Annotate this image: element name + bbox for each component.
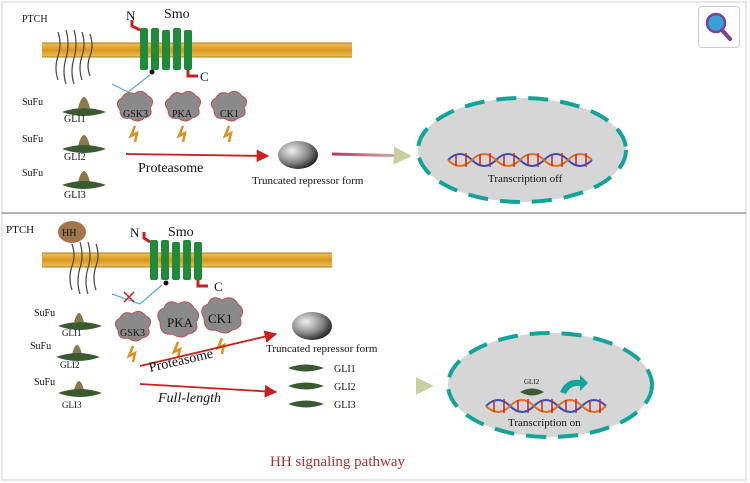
ptch-label: PTCH bbox=[22, 14, 48, 25]
sufu-gli-complex-3: SuFu GLI3 bbox=[34, 377, 102, 410]
svg-text:GSK3: GSK3 bbox=[123, 109, 148, 120]
dna-helix-top bbox=[447, 153, 593, 167]
to-nucleus-arrow bbox=[331, 146, 412, 165]
zoom-button[interactable] bbox=[698, 6, 740, 48]
blocked-x-icon bbox=[123, 291, 135, 303]
kinase-ck1: CK1 bbox=[201, 297, 244, 355]
smo-dot bbox=[149, 69, 155, 75]
svg-text:GLI1: GLI1 bbox=[62, 328, 82, 338]
gli-shape bbox=[62, 108, 106, 116]
svg-text:GLI1: GLI1 bbox=[334, 364, 356, 375]
smo-c-tail bbox=[186, 70, 198, 78]
kinase-pka: PKA bbox=[157, 301, 200, 359]
truncated-label: Truncated repressor form bbox=[252, 175, 364, 187]
sufu-label: SuFu bbox=[22, 134, 43, 145]
sufu-gli-complex-2: SuFu GLI2 bbox=[22, 134, 106, 163]
magnifier-icon bbox=[705, 12, 732, 41]
smo-c-tail bbox=[196, 280, 208, 288]
nucleus-top bbox=[416, 96, 628, 204]
membrane-top bbox=[42, 43, 352, 57]
activation-arrow-icon bbox=[560, 375, 588, 394]
full-length-arrow bbox=[139, 383, 278, 398]
smo-n-tail bbox=[130, 20, 141, 32]
figure-caption: HH signaling pathway bbox=[270, 454, 405, 470]
sufu-shape bbox=[78, 171, 90, 182]
dna-helix-bottom bbox=[485, 399, 607, 413]
smo-label: Smo bbox=[164, 7, 190, 22]
svg-text:GLI2: GLI2 bbox=[334, 382, 356, 393]
svg-text:PKA: PKA bbox=[167, 315, 194, 330]
ptch-label: PTCH bbox=[6, 224, 34, 236]
sufu-gli-complex-2: SuFu GLI2 bbox=[30, 341, 100, 370]
proteasome-label: Proteasome bbox=[138, 161, 203, 176]
hh-label: HH bbox=[62, 228, 76, 239]
svg-text:GLI3: GLI3 bbox=[334, 400, 356, 411]
truncated-repressor-shape bbox=[278, 141, 318, 169]
smo-c-label: C bbox=[214, 279, 223, 294]
nucleus-gli-shape bbox=[520, 388, 544, 396]
hh-ligand bbox=[58, 221, 86, 243]
transcription-on-label: Transcription on bbox=[508, 417, 581, 429]
proteasome-label: Proteasome bbox=[148, 347, 215, 376]
gli-shape bbox=[62, 145, 106, 153]
full-length-label: Full-length bbox=[157, 391, 221, 406]
smo-receptor bbox=[150, 240, 202, 280]
truncated-label: Truncated repressor form bbox=[266, 343, 378, 355]
transcription-off-label: Transcription off bbox=[488, 173, 563, 185]
sufu-label: SuFu bbox=[22, 97, 43, 108]
svg-text:SuFu: SuFu bbox=[30, 341, 51, 352]
smo-receptor bbox=[140, 28, 192, 70]
smo-label: Smo bbox=[168, 225, 194, 240]
bottom-panel: PTCH HH N C Smo SuFu GLI1 SuFu GLI2 bbox=[6, 221, 654, 439]
smo-n-label: N bbox=[126, 8, 136, 23]
nucleus-gli-label: GLI2 bbox=[524, 378, 540, 386]
top-panel: PTCH N C Smo SuFu GLI1 SuFu GLI2 bbox=[22, 7, 628, 204]
svg-text:GLI2: GLI2 bbox=[60, 360, 80, 370]
svg-text:PKA: PKA bbox=[172, 109, 193, 120]
sufu-shape bbox=[78, 135, 90, 146]
sufu-gli-complex-1: SuFu GLI1 bbox=[22, 97, 106, 125]
proteasome-arrow bbox=[125, 149, 270, 163]
smo-link-line bbox=[111, 74, 151, 93]
sufu-gli-complex-3: SuFu GLI3 bbox=[22, 168, 106, 201]
ptch-receptor bbox=[69, 241, 99, 295]
kinase-pka: PKA bbox=[164, 90, 202, 143]
full-length-gli-stack: GLI1 GLI2 GLI3 bbox=[288, 364, 356, 411]
smo-link-line bbox=[111, 284, 163, 305]
gli-label: GLI3 bbox=[64, 190, 86, 201]
sufu-label: SuFu bbox=[22, 168, 43, 179]
sufu-shape bbox=[78, 97, 90, 108]
smo-n-tail bbox=[142, 232, 151, 244]
svg-text:GSK3: GSK3 bbox=[120, 328, 145, 339]
svg-text:CK1: CK1 bbox=[220, 109, 239, 120]
svg-text:SuFu: SuFu bbox=[34, 308, 55, 319]
smo-n-label: N bbox=[130, 225, 140, 240]
proteasome-arrow bbox=[139, 330, 278, 367]
sufu-gli-complex-1: SuFu GLI1 bbox=[34, 308, 102, 338]
gli-label: GLI2 bbox=[64, 152, 86, 163]
gli-label: GLI1 bbox=[64, 114, 86, 125]
truncated-repressor-shape bbox=[292, 312, 332, 340]
ptch-receptor bbox=[55, 29, 93, 85]
kinase-gsk3: GSK3 bbox=[116, 90, 154, 143]
kinase-gsk3: GSK3 bbox=[114, 310, 152, 363]
gli-shape bbox=[62, 181, 106, 189]
svg-text:CK1: CK1 bbox=[208, 311, 233, 326]
smo-c-label: C bbox=[200, 69, 209, 84]
kinase-ck1: CK1 bbox=[210, 90, 248, 143]
smo-dot bbox=[163, 280, 169, 286]
svg-text:GLI3: GLI3 bbox=[62, 400, 82, 410]
svg-text:SuFu: SuFu bbox=[34, 377, 55, 388]
